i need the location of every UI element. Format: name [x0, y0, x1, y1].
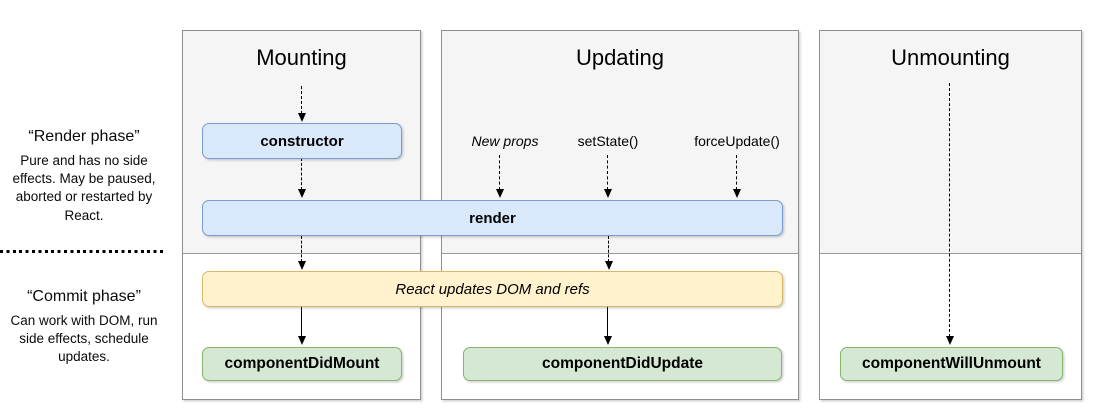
column-title-updating: Updating: [575, 45, 665, 70]
node-component-did-update: componentDidUpdate: [463, 347, 782, 381]
node-constructor: constructor: [202, 123, 402, 159]
column-title-unmounting: Unmounting: [891, 45, 1010, 70]
arrow-head-icon: [495, 189, 504, 198]
arrow-head-icon: [297, 113, 306, 122]
node-react-updates-dom: React updates DOM and refs: [202, 271, 783, 307]
node-component-will-unmount: componentWillUnmount: [840, 347, 1063, 381]
arrow-head-icon: [603, 189, 612, 198]
node-render: render: [202, 200, 783, 236]
arrow-force-update-to-render: [732, 155, 742, 198]
render-phase-description: Pure and has no side effects. May be pau…: [12, 153, 156, 223]
arrow-head-icon: [604, 261, 613, 270]
arrow-constructor-to-render: [297, 158, 307, 198]
arrow-render-to-dom-mounting: [297, 236, 307, 270]
render-phase-zone-unmounting: [820, 31, 1081, 254]
trigger-force-update: forceUpdate(): [694, 133, 780, 149]
arrow-head-icon: [297, 336, 306, 345]
phase-divider-dotted-line: [0, 250, 163, 253]
render-phase-label: “Render phase” Pure and has no side effe…: [2, 128, 166, 225]
arrow-head-icon: [945, 336, 954, 345]
arrow-head-icon: [732, 189, 741, 198]
arrow-head-icon: [603, 336, 612, 345]
trigger-set-state: setState(): [577, 133, 639, 149]
arrow-render-to-dom-updating: [604, 236, 614, 270]
arrow-head-icon: [297, 189, 306, 198]
arrow-dom-to-did-mount: [297, 307, 307, 345]
arrow-set-state-to-render: [603, 155, 613, 198]
arrow-mounting-start: [297, 86, 307, 122]
arrow-unmounting-to-will-unmount: [945, 83, 955, 345]
column-title-mounting: Mounting: [256, 45, 347, 70]
commit-phase-description: Can work with DOM, run side effects, sch…: [10, 313, 158, 365]
arrow-head-icon: [297, 261, 306, 270]
node-component-did-mount: componentDidMount: [202, 347, 402, 381]
commit-phase-title: “Commit phase”: [27, 288, 141, 305]
trigger-new-props: New props: [471, 133, 539, 149]
render-phase-title: “Render phase”: [28, 128, 140, 145]
commit-phase-label: “Commit phase” Can work with DOM, run si…: [2, 288, 166, 367]
arrow-dom-to-did-update: [603, 307, 613, 345]
arrow-new-props-to-render: [495, 155, 505, 198]
